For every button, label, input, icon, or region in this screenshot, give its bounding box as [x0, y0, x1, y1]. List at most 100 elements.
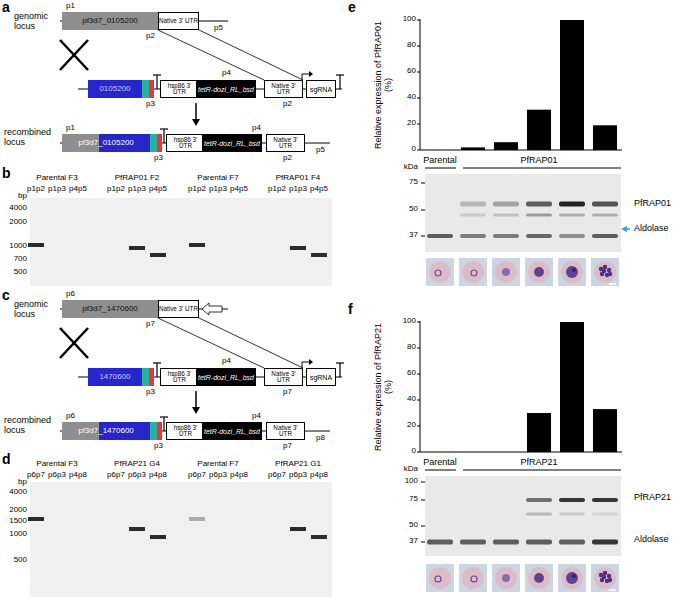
tag-block [149, 80, 154, 98]
axis-line [420, 19, 421, 150]
utr-box: hsp86 3' UTR [166, 134, 205, 152]
cell-micrograph [426, 564, 454, 592]
marker-tick [421, 500, 425, 501]
parasite [471, 576, 477, 582]
bar [593, 409, 617, 452]
sample-label: Parental F7 [197, 460, 238, 469]
panel-letter: c [2, 288, 10, 303]
blot-band [493, 202, 519, 207]
bar [494, 142, 518, 150]
cell-micrograph [525, 564, 553, 592]
cassette-box: tetR-dozi_RL_bsd [202, 422, 262, 440]
terminator-symbol [153, 74, 161, 75]
bar [527, 413, 551, 452]
size-marker: 4000 [9, 488, 27, 497]
panel-letter: f [348, 302, 353, 317]
tick-label: 80 [407, 41, 416, 50]
terminator-symbol [339, 363, 340, 377]
tick-label: 60 [407, 67, 416, 76]
tag-block [157, 134, 162, 152]
primer-pair: p1p3 [128, 185, 146, 194]
crossover-mark [60, 40, 88, 70]
box-text: tetR-dozi_RL_bsd [204, 428, 260, 435]
primer-pair: p4p8 [69, 471, 87, 480]
parasite [602, 269, 606, 273]
blot-band [427, 234, 453, 238]
group-line [425, 168, 456, 169]
gel-band [290, 246, 306, 250]
primer-pair: p1p2 [27, 185, 45, 194]
parasite [534, 267, 544, 277]
primer-pair: p6p3 [209, 471, 227, 480]
panel-letter: b [2, 166, 11, 181]
blot-band [559, 214, 585, 217]
axis-tick [417, 72, 420, 73]
gel-band [129, 527, 145, 531]
parasite [607, 268, 611, 272]
blot-band [526, 540, 552, 545]
band-label: Aldolase [634, 224, 669, 234]
sample-label: PfRAP01 F2 [115, 174, 159, 183]
primer-label: p6 [66, 290, 75, 299]
primer-label: p5 [214, 24, 223, 33]
group-label: PfRAP21 [520, 458, 557, 468]
box-text: tetR-dozi_RL_bsd [198, 374, 254, 381]
axis-line [420, 321, 421, 452]
western-blot [425, 476, 621, 556]
sample-label: PfRAP21 G1 [275, 460, 321, 469]
tag-block [150, 422, 157, 440]
axis-line [420, 452, 622, 453]
locus-label: genomic locus [14, 12, 60, 32]
sample-label: PfRAP01 F4 [276, 174, 320, 183]
utr-box: hsp86 3' UTR [166, 422, 205, 440]
gene-box: pf3d7_1470600 [62, 300, 158, 318]
panel-letter: d [2, 452, 11, 467]
bar [593, 125, 617, 150]
gel-band [129, 246, 145, 250]
marker-tick [421, 542, 425, 543]
cell-micrograph [492, 258, 520, 286]
sample-label: Parental F3 [36, 174, 77, 183]
locus-label: genomic locus [14, 300, 60, 320]
blot-band [559, 540, 585, 545]
terminator-symbol [336, 362, 344, 363]
parasite [602, 575, 606, 579]
primer-pair: p1p3 [289, 185, 307, 194]
box-text: pf3d7_0105200 [78, 139, 134, 147]
gel-band [189, 517, 205, 521]
red-blood-cell [528, 567, 550, 589]
blot-band [592, 234, 618, 238]
axis-title: Relative expression of PfRAP21 (%) [374, 322, 394, 452]
parasite [435, 576, 441, 582]
blot-band [460, 202, 486, 207]
blot-band [460, 234, 486, 238]
red-blood-cell [495, 261, 517, 283]
process-arrow [192, 119, 200, 126]
parasite [435, 270, 441, 276]
box-text: tetR-dozi_RL_bsd [198, 86, 254, 93]
size-marker: 2000 [9, 218, 27, 227]
gel-band [290, 527, 306, 531]
axis-tick [417, 150, 420, 151]
parasite [502, 574, 510, 582]
primer-pair: p4p5 [310, 185, 328, 194]
red-blood-cell [528, 261, 550, 283]
primer-pair: p4p5 [69, 185, 87, 194]
gel-band [311, 253, 327, 257]
bar [560, 322, 584, 452]
sample-label: Parental F7 [197, 174, 238, 183]
gel-band [150, 535, 166, 539]
blot-band [592, 540, 618, 545]
box-text: pf3d7_1470600 [82, 305, 138, 313]
blot-band [559, 234, 585, 238]
terminator-symbol [160, 416, 168, 417]
box-text: Native 3' UTR [159, 18, 198, 24]
red-blood-cell [561, 261, 583, 283]
cell-micrograph [459, 564, 487, 592]
process-arrow [195, 103, 197, 120]
parasite [608, 272, 612, 276]
utr-box: hsp86 3' UTR [160, 368, 199, 386]
utr-box: Native 3' UTR [266, 422, 305, 440]
crossover-line [158, 30, 303, 80]
gel-band [28, 243, 44, 247]
